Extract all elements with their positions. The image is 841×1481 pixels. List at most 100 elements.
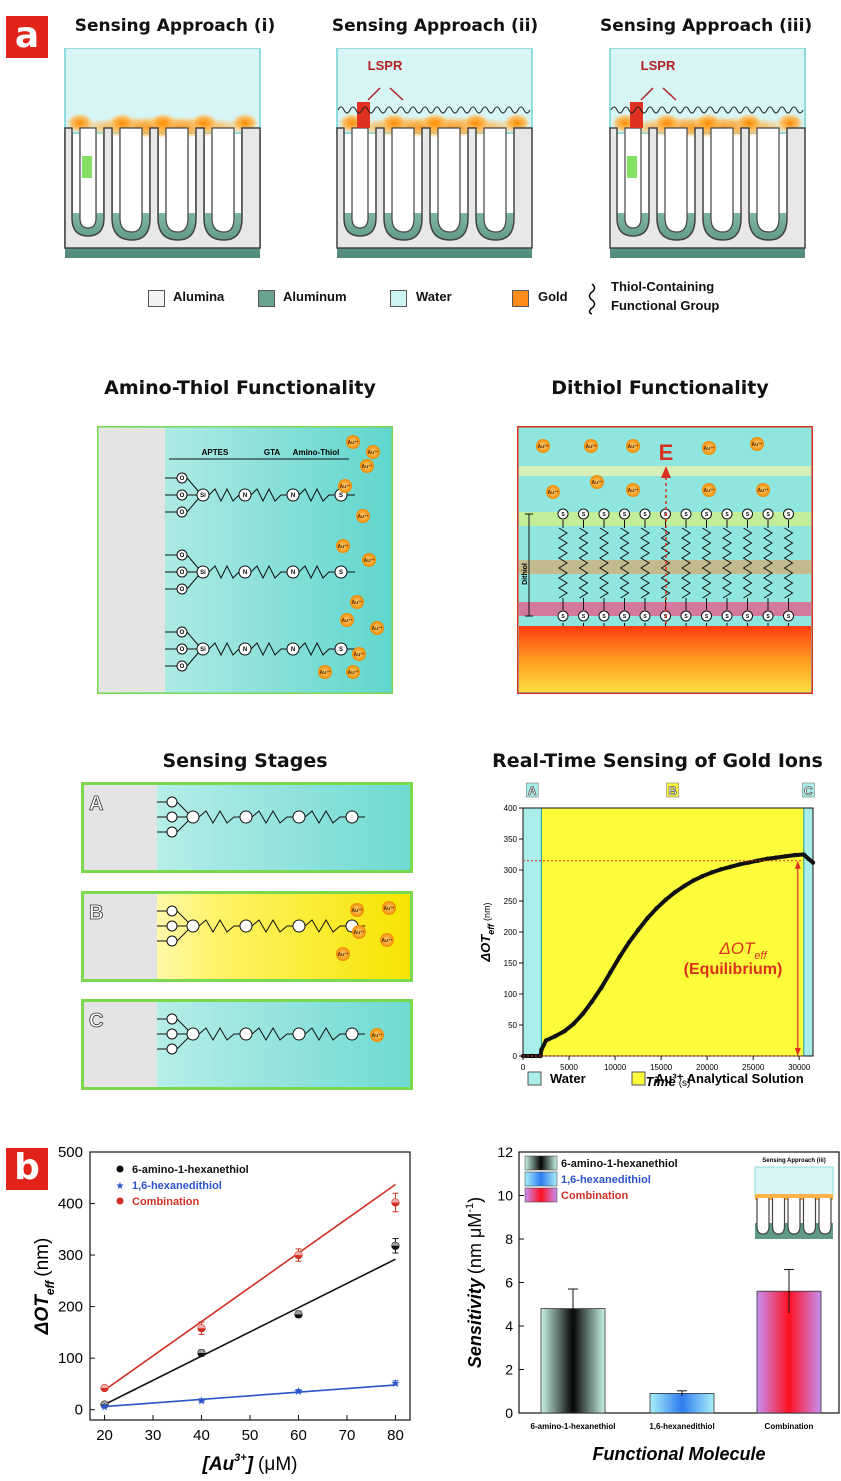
sensing-stages-title: Sensing Stages [162, 750, 328, 772]
y-tick-label: 4 [505, 1318, 513, 1334]
legend-water: Water [416, 289, 452, 304]
x-tick-label: 80 [387, 1427, 404, 1444]
data-point [539, 1047, 544, 1052]
y-tick-label: 0 [75, 1402, 83, 1419]
legend-label: Combination [561, 1190, 628, 1202]
gold-ion-label: Au³⁺ [358, 514, 369, 520]
x-tick-label: 50 [242, 1427, 259, 1444]
legend-water-swatch [527, 1071, 542, 1086]
gold-ion-icon: Au³⁺ [340, 613, 354, 627]
plot-frame [89, 1151, 411, 1421]
legend-marker: ★ [116, 1181, 125, 1192]
gold-ion-label: Au³⁺ [338, 544, 349, 550]
atom-s-label: S [746, 512, 750, 518]
gold-ion-label: Au³⁺ [348, 670, 359, 676]
water-swatch [390, 290, 407, 307]
fit-line [104, 1258, 396, 1406]
atom-s-label: S [787, 512, 791, 518]
x-tick-label: 60 [290, 1427, 307, 1444]
y-tick-label: 50 [508, 1021, 517, 1030]
inset-water [754, 1166, 834, 1198]
dithiol-chain: SS [762, 508, 774, 626]
gold-ion-icon: Au³⁺ [352, 925, 366, 939]
approach-i-title: Sensing Approach (i) [74, 16, 276, 36]
data-point [746, 860, 751, 865]
data-point [663, 897, 668, 902]
x-tick-label: 6-amino-1-hexanethiol [531, 1422, 616, 1431]
dithiol-chain: SS [639, 508, 651, 626]
dithiol-chain: SS [721, 508, 733, 626]
atom-s-label: S [561, 512, 565, 518]
stage-tag-label: B [668, 784, 677, 798]
atom-s-label: S [725, 512, 729, 518]
gold-ion-icon: Au³⁺ [382, 901, 396, 915]
gold-ion-label: Au³⁺ [538, 444, 549, 450]
gold-ion-icon: Au³⁺ [370, 621, 384, 635]
stage-b-label: B [89, 902, 103, 924]
atom-s-label: S [339, 647, 343, 653]
gold-ion-label: Au³⁺ [368, 450, 379, 456]
gold-ion-label: Au³⁺ [352, 600, 363, 606]
atom-o-label: O [180, 553, 185, 559]
gold-ion-icon: Au³⁺ [350, 903, 364, 917]
legend-water-label: Water [550, 1071, 586, 1086]
legend-au-label: Au³⁺ Analytical Solution [655, 1071, 804, 1086]
legend-label: 1,6-hexanedithiol [561, 1174, 651, 1186]
gold-swatch [512, 290, 529, 307]
gold-ion-icon: Au³⁺ [318, 665, 332, 679]
data-point [709, 870, 714, 875]
x-tick-label: 25000 [742, 1063, 765, 1072]
dithiol-diagram: Dithiol SSSSSSSSSSSSSSSSSSSSSSSS E Au³⁺A… [517, 426, 813, 694]
y-tick-label: 0 [513, 1052, 518, 1061]
amino-thiol-diagram: APTES GTA Amino-Thiol O O O Si N N S O O… [97, 426, 393, 694]
gold-ion-icon: Au³⁺ [370, 1028, 384, 1042]
x-tick-label: 20000 [696, 1063, 719, 1072]
legend-marker [116, 1165, 124, 1173]
gold-ion-icon: Au³⁺ [336, 539, 350, 553]
gold-ion-label: Au³⁺ [362, 464, 373, 470]
y-tick-label: 400 [504, 804, 518, 813]
legend-label: Combination [132, 1196, 199, 1208]
y-tick-label: 350 [504, 835, 518, 844]
data-point [764, 856, 770, 862]
segment-gta-label: GTA [264, 448, 281, 457]
y-axis-label: ΔOTeff(nm) [32, 1238, 57, 1336]
atom-s-label: S [582, 512, 586, 518]
gold-ion-label: Au³⁺ [382, 938, 393, 944]
legend-au-swatch [631, 1071, 646, 1086]
gold-ion-label: Au³⁺ [704, 446, 715, 452]
y-tick-label: 100 [58, 1350, 83, 1367]
legend-label: 6-amino-1-hexanethiol [132, 1164, 249, 1176]
panel-a-badge: a [6, 16, 48, 58]
gold-ion-icon: Au³⁺ [546, 485, 560, 499]
data-point [783, 854, 788, 859]
data-point [773, 855, 779, 860]
gold-ion-icon: Au³⁺ [536, 439, 550, 453]
segment-amino-thiol-label: Amino-Thiol [293, 448, 340, 457]
atom-o-label: O [180, 647, 185, 653]
legend-label: 6-amino-1-hexanethiol [561, 1158, 678, 1170]
data-point [727, 864, 733, 870]
data-point [562, 1029, 567, 1034]
legend-gold: Gold [538, 289, 568, 304]
legend-swatch [524, 1187, 558, 1203]
gold-ion-label: Au³⁺ [352, 908, 363, 914]
data-point: ★ [294, 1386, 304, 1398]
data-point: ★ [197, 1395, 207, 1407]
data-point [645, 916, 650, 921]
gold-ion-label: Au³⁺ [372, 1033, 383, 1039]
atom-s-label: S [787, 614, 791, 620]
data-point [654, 906, 659, 911]
atom-s-label: S [705, 512, 709, 518]
y-axis-label: ΔOTeff(nm) [478, 902, 496, 962]
data-point [737, 862, 742, 867]
x-tick-label: Combination [765, 1422, 814, 1431]
data-point [608, 970, 613, 975]
atom-s-label: S [684, 614, 688, 620]
inset-pore [756, 1198, 770, 1235]
atom-s-label: S [561, 614, 565, 620]
gold-ion-icon: Au³⁺ [380, 933, 394, 947]
data-point [626, 940, 632, 945]
